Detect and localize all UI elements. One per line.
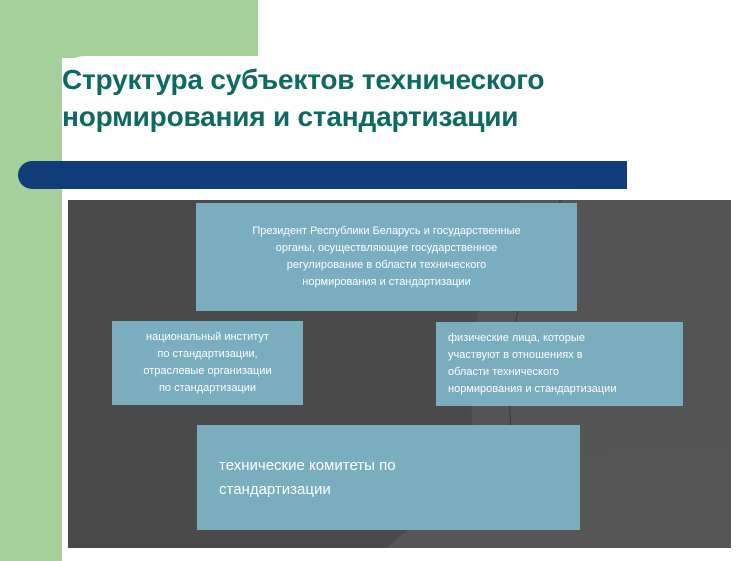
title-accent-bar (18, 161, 627, 189)
node-text-line: Президент Республики Беларусь и государс… (252, 224, 521, 237)
node-text-line: национальный институт (146, 330, 269, 343)
node-text-line: органы, осуществляющие государственное (275, 241, 498, 254)
diagram-node-president-and-state-bodies: Президент Республики Беларусь и государс… (196, 203, 577, 311)
diagram-node-individuals: физические лица, которые участвуют в отн… (436, 322, 683, 406)
diagram-node-technical-committees: технические комитеты по стандартизации (197, 425, 580, 530)
slide-title: Структура субъектов технического нормиро… (62, 62, 702, 136)
node-text-line: по стандартизации, (157, 347, 258, 360)
node-text-line: участвуют в отношениях в (448, 348, 583, 361)
slide-title-line-1: Структура субъектов технического (62, 64, 545, 95)
title-plate (62, 56, 750, 166)
node-text-line: технические комитеты по (219, 456, 396, 474)
slide-title-line-2: нормирования и стандартизации (62, 100, 519, 132)
node-text-line: стандартизации (219, 480, 331, 498)
node-text-line: отраслевые организации (143, 365, 272, 377)
node-text-line: нормирования и стандартизации (448, 383, 617, 396)
node-text-line: нормирования и стандартизации (302, 276, 471, 289)
diagram-canvas: Президент Республики Беларусь и государс… (68, 200, 731, 548)
node-text-line: по стандартизации (158, 382, 257, 395)
node-text-line: физические лица, которые (448, 331, 585, 344)
node-text-line: регулирование в области технического (286, 259, 487, 271)
diagram-node-national-standardization-institute: национальный институт по стандартизации,… (112, 321, 303, 405)
decorative-green-left-band (0, 0, 62, 561)
node-text-line: области технического (448, 366, 559, 378)
decorative-green-top-block (0, 0, 258, 58)
